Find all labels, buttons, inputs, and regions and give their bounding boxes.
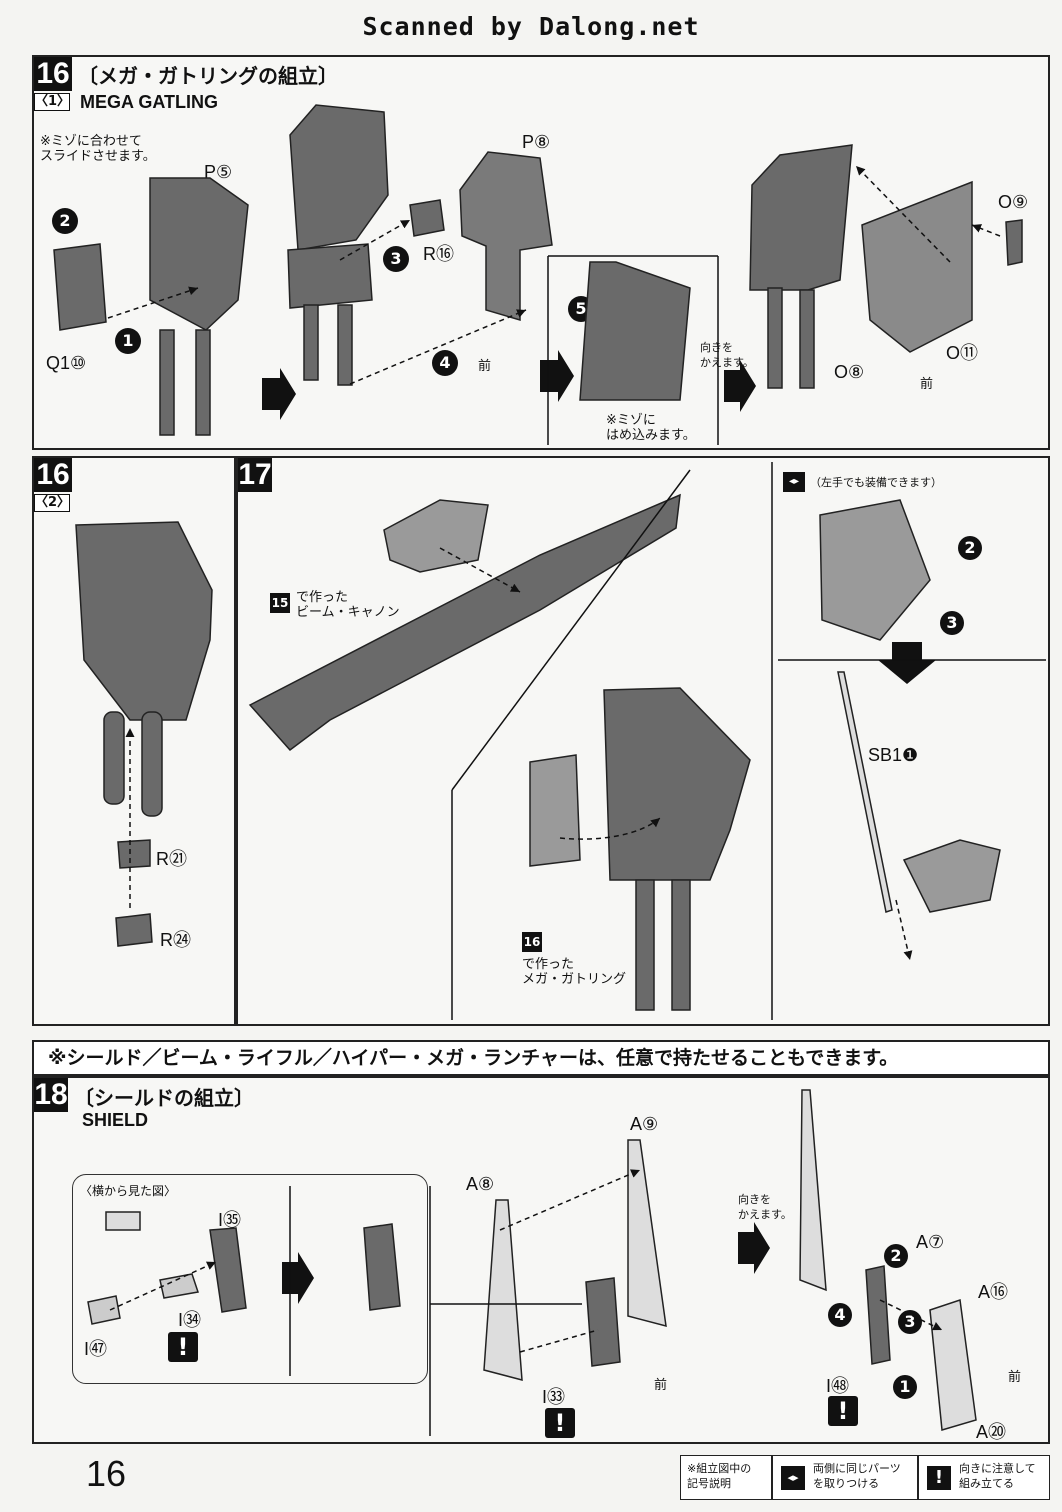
step16-marker-1: 1	[115, 328, 141, 354]
legend-both-sides: 両側に同じパーツ を取りつける	[813, 1462, 901, 1490]
ref-step-16: 16	[522, 931, 542, 952]
step17-marker-1: 1	[894, 570, 918, 594]
part-r24: R㉔	[160, 930, 191, 950]
part-i34: I㉞	[178, 1310, 202, 1330]
part-i47: I㊼	[84, 1339, 108, 1359]
beam-cannon-text: で作った ビーム・キャノン	[296, 590, 400, 620]
watermark: Scanned by Dalong.net	[362, 12, 700, 41]
step16-2-sub: 〈2〉	[34, 494, 71, 512]
part-o8: O⑧	[834, 362, 865, 382]
step18-marker-4: 4	[828, 1303, 852, 1327]
step16-1-number: 16	[34, 57, 72, 91]
front-label-16b: 前	[920, 377, 934, 392]
part-p5: P⑤	[204, 162, 233, 182]
attention-icon: !	[927, 1466, 951, 1490]
legend-both-sides-box: ◂▸ 両側に同じパーツ を取りつける	[772, 1455, 918, 1500]
step16-1-panel	[32, 55, 1050, 450]
part-a20: A⑳	[976, 1422, 1007, 1442]
page-number: 16	[86, 1453, 127, 1494]
front-label-18a: 前	[654, 1378, 668, 1393]
part-o11: O⑪	[946, 343, 979, 363]
part-i48: I㊽	[826, 1376, 850, 1396]
step16-1-title-en: MEGA GATLING	[80, 92, 218, 112]
beam-cannon-ref: 15	[270, 592, 290, 613]
attention-icon-i48: !	[828, 1396, 858, 1426]
step16-2-number: 16	[34, 458, 72, 492]
front-label-18b: 前	[1008, 1370, 1022, 1385]
gatling-ref: 16	[522, 931, 542, 952]
legend-attention: 向きに注意して 組み立てる	[959, 1462, 1036, 1490]
part-q1-10: Q1⑩	[46, 353, 87, 373]
step18-marker-2: 2	[884, 1244, 908, 1268]
step16-marker-3: 3	[383, 246, 409, 272]
part-a8: A⑧	[466, 1174, 495, 1194]
step18-title-jp: 〔シールドの組立〕	[74, 1086, 254, 1110]
step17-number: 17	[238, 458, 272, 492]
part-r16: R⑯	[423, 244, 454, 264]
step18-marker-3: 3	[898, 1310, 922, 1334]
front-label-16a: 前	[478, 359, 492, 374]
step18-title-en: SHIELD	[82, 1110, 149, 1130]
side-view-label: 〈横から見た図〉	[80, 1184, 177, 1198]
both-sides-icon-17: ◂▸	[783, 472, 805, 492]
part-a9: A⑨	[630, 1114, 659, 1134]
optional-weapons-banner: ※シールド／ビーム・ライフル／ハイパー・メガ・ランチャーは、任意で持たせることも…	[32, 1040, 1050, 1076]
part-r21: R㉑	[156, 849, 187, 869]
step18-panel	[32, 1076, 1050, 1444]
turn-note-18: 向きを かえます。	[738, 1193, 792, 1221]
attention-icon-i34: !	[168, 1332, 198, 1362]
part-o9: O⑨	[998, 192, 1029, 212]
step16-marker-2: 2	[52, 208, 78, 234]
side-view-box	[72, 1174, 428, 1384]
legend-title-box: ※組立図中の 記号説明	[680, 1455, 772, 1500]
gatling-text: で作った メガ・ガトリング	[522, 957, 627, 987]
step16-marker-4: 4	[432, 350, 458, 376]
part-a16: A⑯	[978, 1282, 1009, 1302]
step16-1-sub: 〈1〉	[34, 93, 71, 111]
step17-marker-3: 3	[940, 611, 964, 635]
step18-number: 18	[34, 1078, 68, 1112]
step17-panel	[236, 456, 1050, 1026]
part-i33: I㉝	[542, 1387, 566, 1407]
part-a7: A⑦	[916, 1232, 945, 1252]
both-sides-icon: ◂▸	[781, 1466, 805, 1490]
turn-note-16: 向きを かえます。	[700, 341, 754, 369]
fit-note: ※ミゾに はめ込みます。	[606, 413, 696, 443]
ref-step-15: 15	[270, 592, 290, 613]
step17-marker-2: 2	[958, 536, 982, 560]
legend-attention-box: ! 向きに注意して 組み立てる	[918, 1455, 1050, 1500]
attention-icon-i33: !	[545, 1408, 575, 1438]
part-p8: P⑧	[522, 132, 551, 152]
left-hand-note: （左手でも装備できます）	[810, 476, 942, 489]
step18-marker-1: 1	[893, 1375, 917, 1399]
part-sb1: SB1❶	[868, 745, 919, 765]
legend-title: ※組立図中の 記号説明	[687, 1462, 752, 1490]
step16-marker-5: 5	[568, 296, 594, 322]
step16-2-panel	[32, 456, 236, 1026]
step16-1-title-jp: 〔メガ・ガトリングの組立〕	[78, 64, 338, 88]
part-i35: I㉟	[218, 1210, 242, 1230]
slide-note: ※ミゾに合わせて スライドさせます。	[40, 134, 156, 164]
